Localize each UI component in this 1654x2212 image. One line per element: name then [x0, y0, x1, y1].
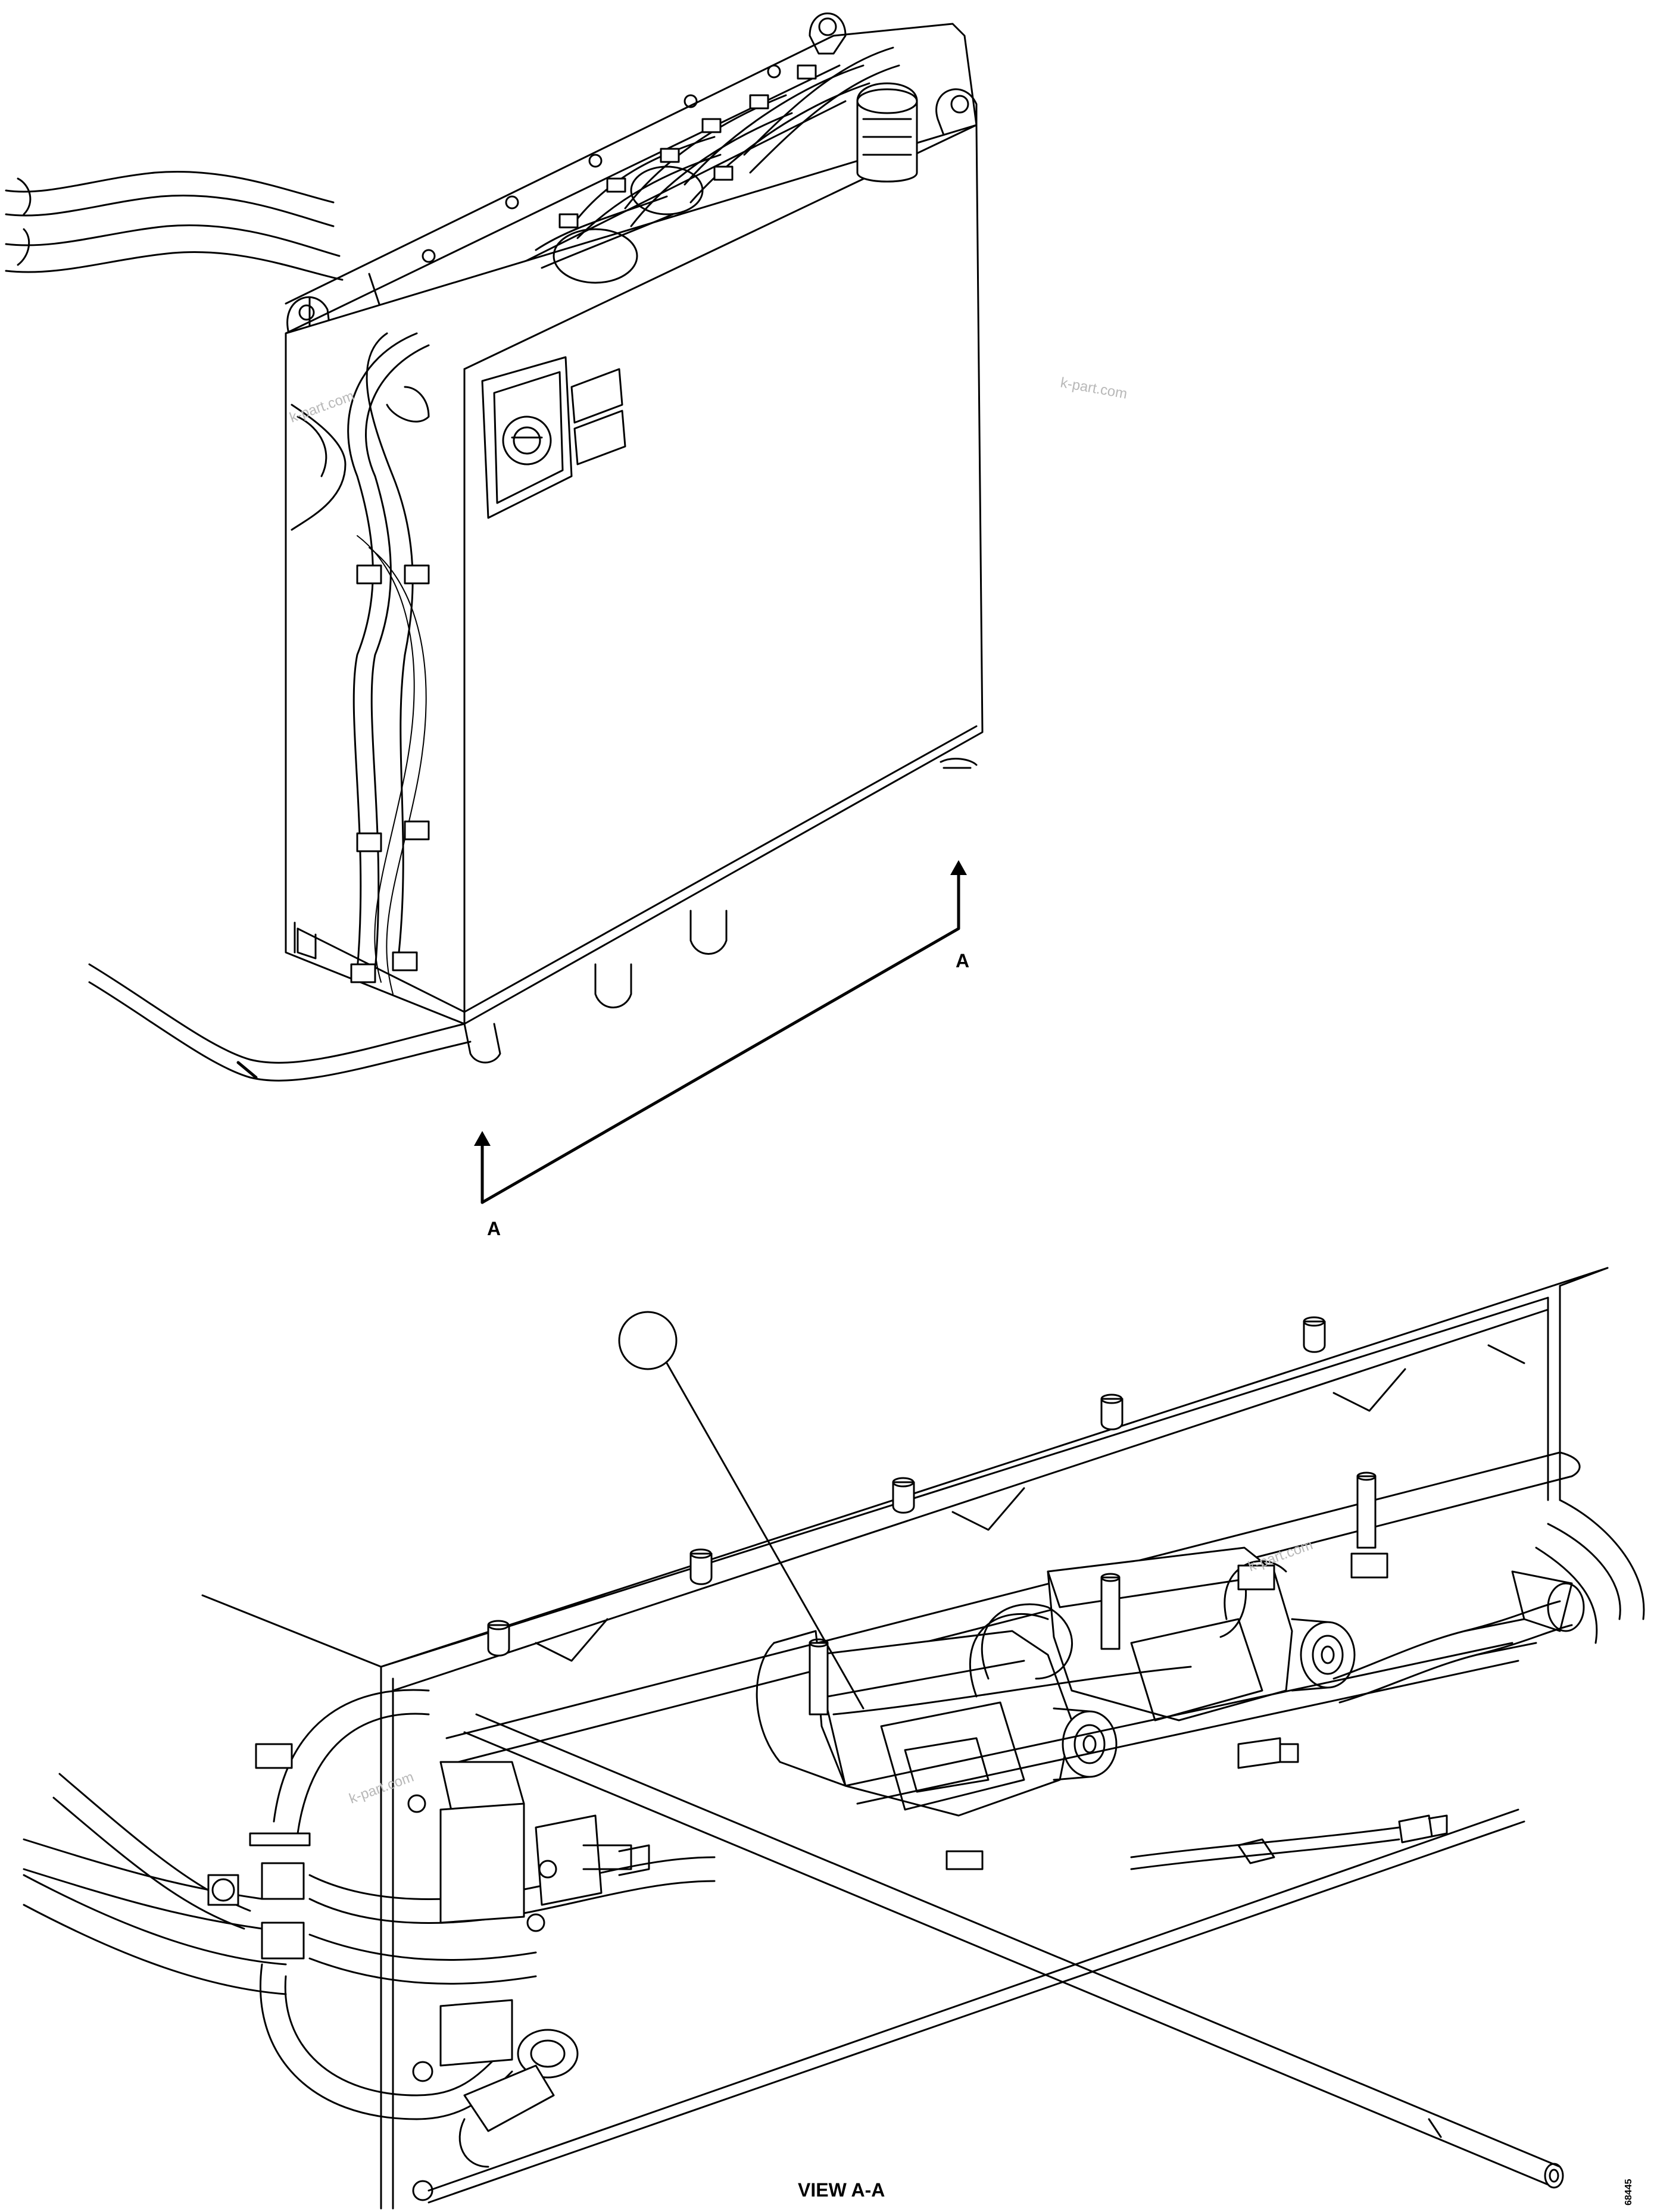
incoming-hoses [5, 170, 344, 281]
view-a-a: VIEW A-A 68445 [23, 1267, 1645, 2210]
top-manifold [535, 46, 918, 284]
clamps [945, 1552, 1388, 1870]
watermark: k-part.com [1059, 374, 1128, 402]
callout [618, 1311, 865, 1710]
cable-connector [1130, 1814, 1448, 1870]
frame-studs [487, 1316, 1326, 1657]
section-marker-right: A [956, 950, 969, 971]
control-panel [481, 356, 626, 519]
frame-rail [201, 1267, 1609, 2210]
section-arrow-left [474, 1131, 491, 1146]
section-marker-left: A [487, 1218, 501, 1239]
left-hoses [23, 1689, 716, 2120]
drawing-code: 68445 [1624, 2179, 1634, 2205]
crossing-rod [463, 1713, 1564, 2189]
right-hoses [1332, 1499, 1645, 1704]
lower-hose [88, 963, 472, 1082]
left-valve-assembly [407, 1761, 650, 2201]
section-line: A A [474, 860, 969, 1239]
tank-side-hoses [347, 332, 430, 995]
watermark: k-part.com [1246, 1536, 1315, 1574]
callout-leader [666, 1362, 865, 1710]
tank-assembly-view: A A [5, 13, 984, 1239]
section-arrow-right [950, 860, 967, 875]
pump-assembly [756, 1471, 1519, 1817]
callout-balloon [618, 1311, 678, 1370]
view-caption: VIEW A-A [798, 2179, 885, 2201]
